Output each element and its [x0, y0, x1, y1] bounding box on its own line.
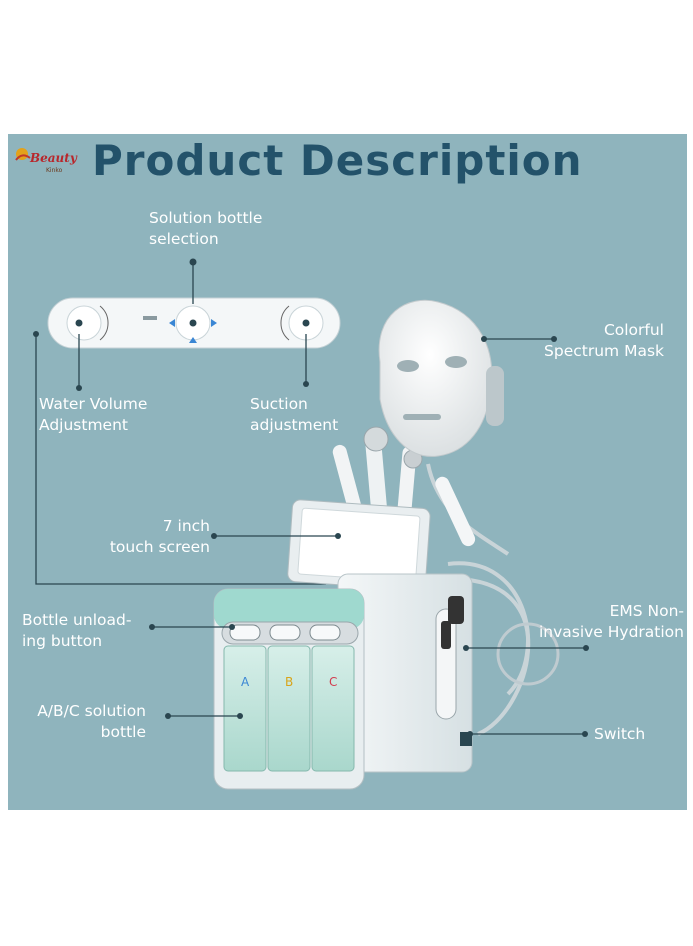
touch-screen — [287, 499, 431, 591]
led-mask — [378, 299, 493, 457]
svg-text:Beauty: Beauty — [29, 151, 78, 165]
product-illustration: A B C — [33, 258, 589, 790]
label-water-volume: Water Volume Adjustment — [39, 395, 148, 434]
label-touch-screen: 7 inch touch screen — [109, 517, 210, 556]
label-abc-bottle: A/B/C solution bottle — [37, 702, 146, 741]
label-ems: EMS Non- invasive Hydration — [538, 602, 684, 641]
product-panel: Beauty Kinko Product Description — [8, 134, 687, 810]
label-suction: Suction adjustment — [250, 395, 339, 434]
page-title: Product Description — [92, 136, 583, 185]
bottle-label-a: A — [241, 675, 250, 689]
water-knob — [66, 305, 102, 341]
label-solution-bottle-selection: Solution bottle selection — [149, 209, 263, 248]
svg-text:Kinko: Kinko — [46, 167, 63, 174]
label-switch: Switch — [594, 725, 646, 743]
label-bottle-unloading: Bottle unload- ing button — [22, 611, 132, 650]
bottle-label-b: B — [285, 675, 293, 689]
label-mask: Colorful Spectrum Mask — [544, 321, 664, 360]
brand-logo: Beauty Kinko — [15, 148, 78, 174]
bottle-label-c: C — [329, 675, 337, 689]
